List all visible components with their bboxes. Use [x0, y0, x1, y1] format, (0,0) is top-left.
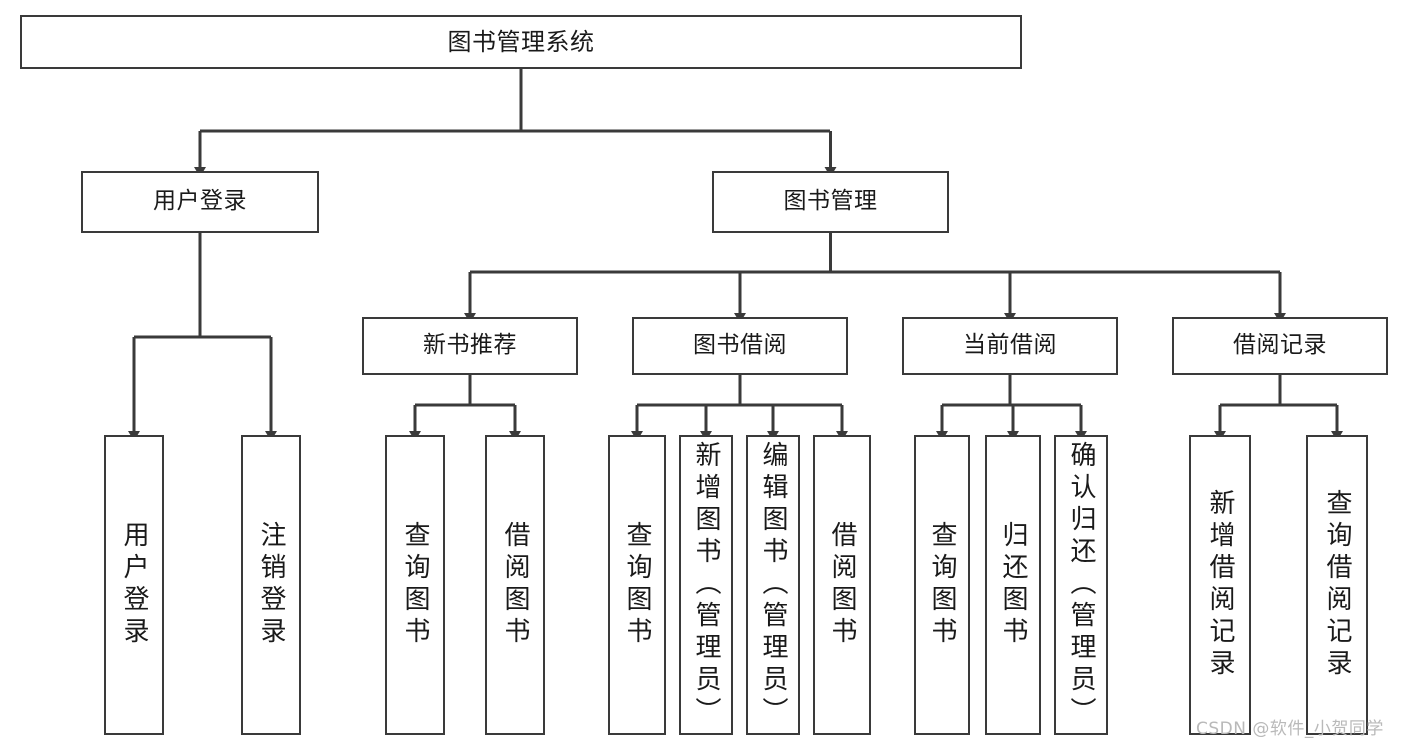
node-label-root: 图书管理系统 [447, 27, 595, 56]
node-label-leaf-add-book-admin: 新增图书（管理员） [691, 441, 721, 729]
node-root[interactable]: 图书管理系统 [20, 15, 1022, 69]
node-leaf-borrow-book[interactable]: 借阅图书 [813, 435, 871, 735]
node-label-new-book-rec: 新书推荐 [423, 332, 517, 359]
node-label-leaf-user-login: 用户登录 [119, 521, 149, 649]
node-label-leaf-query-book-cur: 查询图书 [927, 521, 957, 649]
node-current-borrow[interactable]: 当前借阅 [902, 317, 1118, 375]
connector-group [128, 69, 1343, 441]
node-book-borrow[interactable]: 图书借阅 [632, 317, 848, 375]
node-label-leaf-logout: 注销登录 [256, 521, 286, 649]
node-new-book-rec[interactable]: 新书推荐 [362, 317, 578, 375]
node-leaf-query-book-cur[interactable]: 查询图书 [914, 435, 970, 735]
node-leaf-query-book-borrow[interactable]: 查询图书 [608, 435, 666, 735]
node-label-leaf-confirm-return-admin: 确认归还（管理员） [1066, 441, 1096, 729]
node-label-leaf-edit-book-admin: 编辑图书（管理员） [758, 441, 788, 729]
node-label-leaf-return-book: 归还图书 [998, 521, 1028, 649]
node-label-leaf-query-book-borrow: 查询图书 [622, 521, 652, 649]
node-leaf-add-book-admin[interactable]: 新增图书（管理员） [679, 435, 733, 735]
node-leaf-query-borrow-record[interactable]: 查询借阅记录 [1306, 435, 1368, 735]
node-label-book-manage: 图书管理 [783, 188, 878, 215]
node-leaf-confirm-return-admin[interactable]: 确认归还（管理员） [1054, 435, 1108, 735]
node-label-leaf-borrow-book-rec: 借阅图书 [500, 521, 530, 649]
node-book-manage[interactable]: 图书管理 [712, 171, 949, 233]
node-leaf-borrow-book-rec[interactable]: 借阅图书 [485, 435, 545, 735]
node-label-current-borrow: 当前借阅 [963, 332, 1057, 359]
node-borrow-record[interactable]: 借阅记录 [1172, 317, 1388, 375]
node-label-leaf-query-book-rec: 查询图书 [400, 521, 430, 649]
node-label-leaf-query-borrow-record: 查询借阅记录 [1322, 489, 1352, 681]
node-label-book-borrow: 图书借阅 [693, 332, 787, 359]
node-leaf-edit-book-admin[interactable]: 编辑图书（管理员） [746, 435, 800, 735]
node-user-login[interactable]: 用户登录 [81, 171, 319, 233]
node-label-user-login: 用户登录 [153, 188, 247, 215]
node-leaf-query-book-rec[interactable]: 查询图书 [385, 435, 445, 735]
node-leaf-return-book[interactable]: 归还图书 [985, 435, 1041, 735]
node-leaf-add-borrow-record[interactable]: 新增借阅记录 [1189, 435, 1251, 735]
node-label-leaf-borrow-book: 借阅图书 [827, 521, 857, 649]
node-leaf-user-login[interactable]: 用户登录 [104, 435, 164, 735]
node-label-borrow-record: 借阅记录 [1233, 332, 1327, 359]
node-label-leaf-add-borrow-record: 新增借阅记录 [1205, 489, 1235, 681]
node-leaf-logout[interactable]: 注销登录 [241, 435, 301, 735]
csdn-watermark: CSDN @软件_小贺同学 [1196, 719, 1384, 739]
